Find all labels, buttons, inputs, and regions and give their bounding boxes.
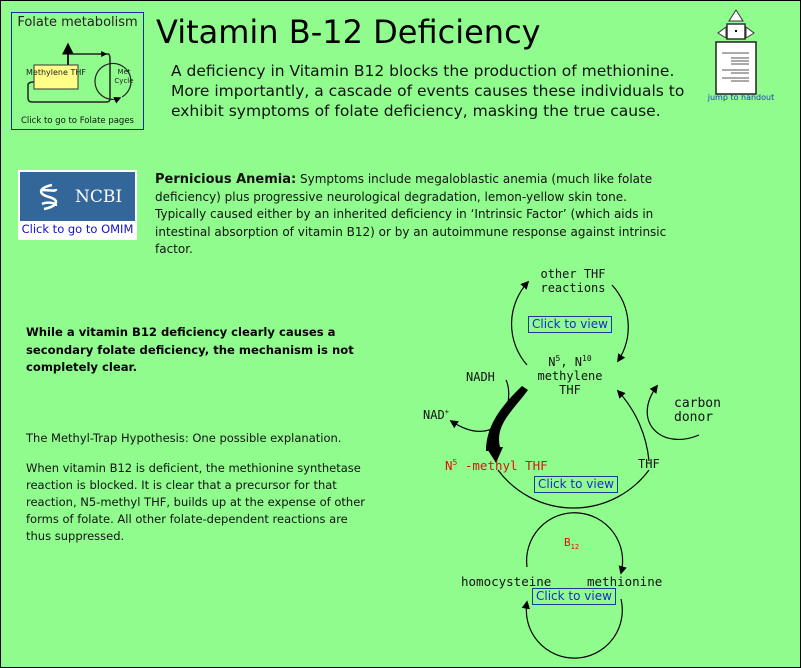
- homocysteine-label: homocysteine: [461, 574, 552, 589]
- svg-text:Cycle: Cycle: [114, 77, 133, 85]
- thf-label: THF: [638, 457, 660, 471]
- click-to-view-top[interactable]: Click to view: [528, 316, 612, 333]
- b12-label: B12: [564, 536, 580, 552]
- dna-icon: [39, 183, 58, 211]
- folate-cycle-diagram: Methylene THF Met Cycle: [26, 42, 134, 104]
- pernicious-body: Symptoms include megaloblastic anemia (m…: [155, 172, 667, 256]
- arrow-from-other-reactions: [611, 284, 629, 363]
- thf-arrow: [616, 389, 650, 462]
- folate-link-text: Click to go to Folate pages: [20, 116, 134, 126]
- methyl-thf-to-thf-arc: [497, 469, 650, 509]
- thick-reduction-arrow: [486, 386, 528, 451]
- folate-pages-link[interactable]: Folate metabolism Methylene THF Met Cycl…: [11, 12, 144, 130]
- svg-text:Met: Met: [117, 68, 130, 76]
- intro-text: A deficiency in Vitamin B12 blocks the p…: [171, 62, 685, 120]
- jump-to-handout-button[interactable]: jump to handout: [701, 5, 781, 105]
- nad-label: NAD+: [423, 408, 449, 422]
- handout-icon: [715, 9, 757, 95]
- n5-methyl-thf-label: N5 -methyl THF: [445, 458, 548, 474]
- methionine-label: methionine: [587, 574, 663, 589]
- pernicious-anemia-text: Pernicious Anemia: Symptoms include mega…: [155, 171, 675, 259]
- omim-link-text: Click to go to OMIM: [21, 222, 134, 236]
- nadh-label: NADH: [466, 370, 495, 384]
- page-title: Vitamin B-12 Deficiency: [156, 13, 541, 51]
- met-cycle-arc: [521, 598, 623, 659]
- hypothesis-title: The Methyl-Trap Hypothesis: One possible…: [26, 431, 342, 445]
- ncbi-logo: NCBI: [20, 172, 135, 221]
- hypothesis-body: When vitamin B12 is deficient, the methi…: [26, 461, 366, 543]
- omim-link[interactable]: NCBI Click to go to OMIM: [18, 170, 137, 240]
- nadh-arrow: [449, 379, 510, 433]
- mechanism-note: While a vitamin B12 deficiency clearly c…: [26, 325, 354, 374]
- pernicious-heading: Pernicious Anemia:: [155, 172, 297, 187]
- b12-arc: [525, 512, 627, 575]
- click-to-view-bottom[interactable]: Click to view: [532, 588, 616, 605]
- arrow-to-other-reactions: [510, 280, 530, 366]
- folate-box-title: Folate metabolism: [17, 15, 138, 30]
- click-to-view-middle[interactable]: Click to view: [534, 476, 618, 493]
- handout-label: jump to handout: [707, 93, 775, 102]
- carbon-donor-arrow: [646, 384, 700, 440]
- methylene-node: Methylene THF: [26, 68, 86, 77]
